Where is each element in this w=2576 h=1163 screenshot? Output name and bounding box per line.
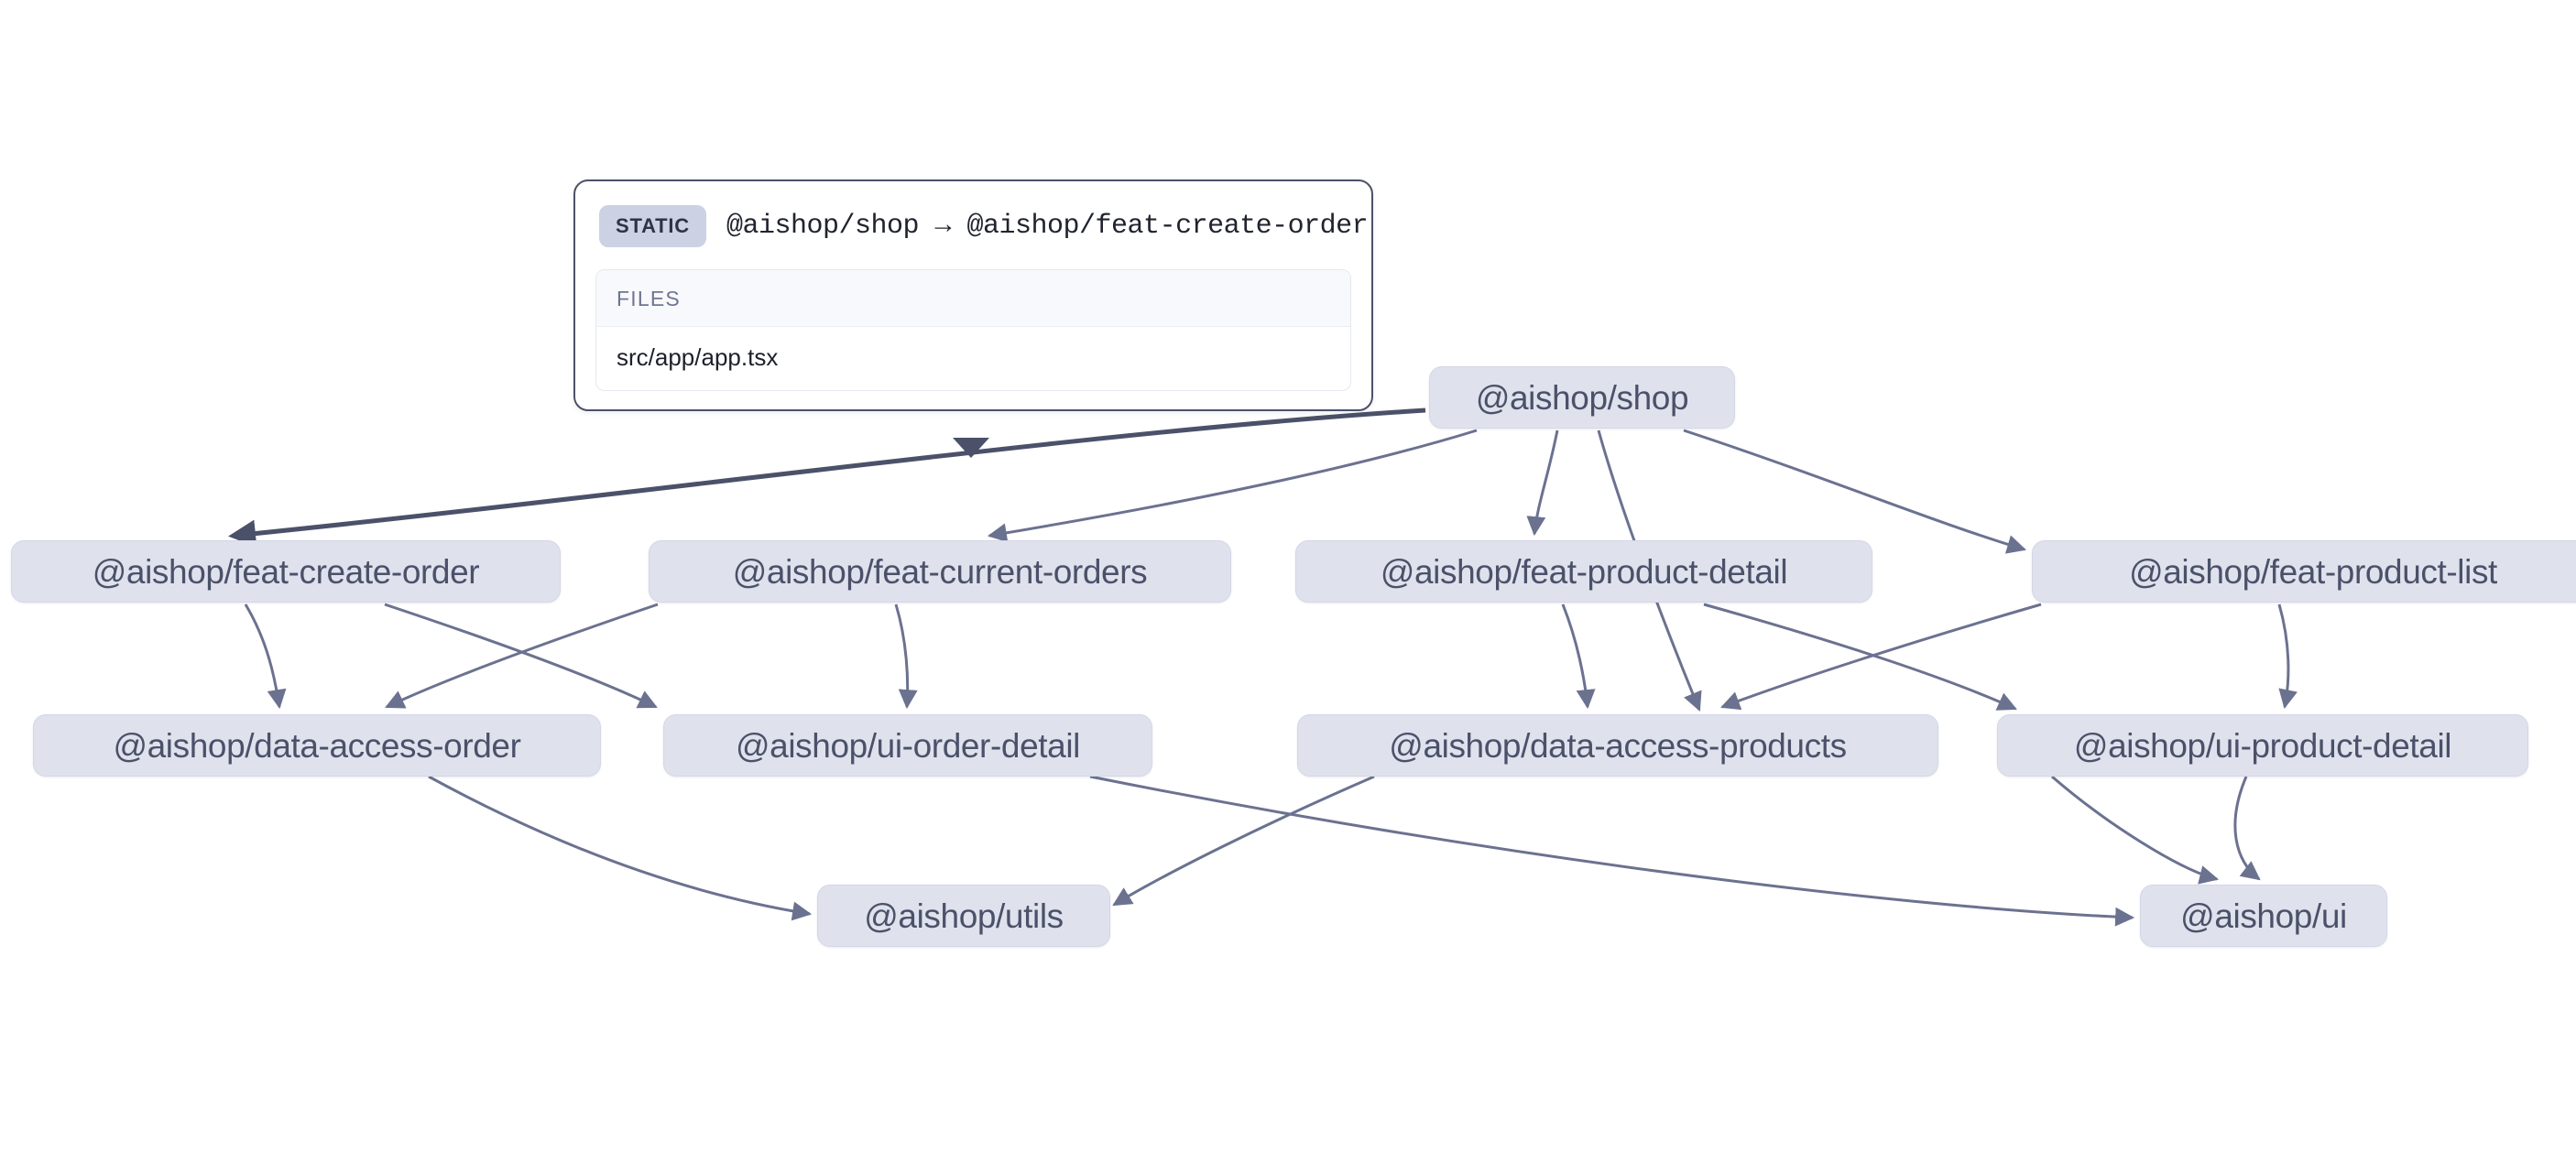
edge-detail-tooltip[interactable]: STATIC @aishop/shop → @aishop/feat-creat… <box>573 179 1373 411</box>
file-list-item[interactable]: src/app/app.tsx <box>617 343 779 371</box>
edge-data-access-order-to-utils <box>428 775 813 921</box>
node-feat-product-list[interactable]: @aishop/feat-product-list <box>2032 540 2576 603</box>
edge-feat-create-order-to-data-access-order <box>244 603 287 710</box>
edge-ui-order-detail-to-ui <box>1089 775 2135 927</box>
edge-feat-create-order-to-ui-order-detail <box>384 603 658 709</box>
edge-shop-to-feat-current-orders <box>987 429 1478 543</box>
node-ui-order-detail[interactable]: @aishop/ui-order-detail <box>663 714 1152 777</box>
tooltip-title: @aishop/shop → @aishop/feat-create-order <box>726 211 1369 242</box>
files-panel: FILES src/app/app.tsx <box>595 269 1351 391</box>
node-label: @aishop/ui <box>2180 897 2347 935</box>
static-badge: STATIC <box>599 205 706 247</box>
edge-feat-product-detail-to-ui-product-detail <box>1703 603 2017 711</box>
edge-shop-to-feat-product-detail <box>1526 429 1559 537</box>
node-label: @aishop/data-access-order <box>113 726 521 765</box>
files-header-label: FILES <box>596 270 1350 327</box>
node-feat-product-detail[interactable]: @aishop/feat-product-detail <box>1295 540 1872 603</box>
node-ui-product-detail[interactable]: @aishop/ui-product-detail <box>1997 714 2528 777</box>
node-shop[interactable]: @aishop/shop <box>1429 366 1735 429</box>
node-label: @aishop/ui-order-detail <box>736 726 1080 765</box>
edge-feat-current-orders-to-ui-order-detail <box>894 603 918 710</box>
tooltip-header: STATIC @aishop/shop → @aishop/feat-creat… <box>595 201 1369 247</box>
edge-ui-product-detail-to-ui-diagonal <box>2051 775 2220 885</box>
node-ui[interactable]: @aishop/ui <box>2140 885 2387 947</box>
node-data-access-order[interactable]: @aishop/data-access-order <box>33 714 601 777</box>
node-label: @aishop/data-access-products <box>1389 726 1847 765</box>
edge-data-access-products-to-utils <box>1112 775 1375 907</box>
node-label: @aishop/feat-current-orders <box>732 552 1148 591</box>
node-utils[interactable]: @aishop/utils <box>817 885 1110 947</box>
node-feat-create-order[interactable]: @aishop/feat-create-order <box>11 540 561 603</box>
node-label: @aishop/ui-product-detail <box>2073 726 2452 765</box>
node-label: @aishop/feat-create-order <box>92 552 480 591</box>
node-label: @aishop/feat-product-detail <box>1380 552 1788 591</box>
edge-feat-product-list-to-ui-product-detail <box>2277 603 2298 710</box>
edge-feat-product-list-to-data-access-products <box>1720 603 2042 711</box>
edge-ui-product-detail-to-ui-curved <box>2233 776 2261 881</box>
node-feat-current-orders[interactable]: @aishop/feat-current-orders <box>649 540 1231 603</box>
node-label: @aishop/feat-product-list <box>2129 552 2497 591</box>
edge-highlight-midpoint-arrow <box>953 438 989 458</box>
edge-feat-product-detail-to-data-access-products <box>1561 603 1596 710</box>
edge-shop-to-feat-product-list <box>1683 429 2027 554</box>
node-label: @aishop/utils <box>864 897 1064 935</box>
node-data-access-products[interactable]: @aishop/data-access-products <box>1297 714 1938 777</box>
node-label: @aishop/shop <box>1475 378 1689 417</box>
edge-feat-current-orders-to-data-access-order <box>385 603 659 709</box>
edge-shop-to-feat-create-order <box>228 408 1426 548</box>
